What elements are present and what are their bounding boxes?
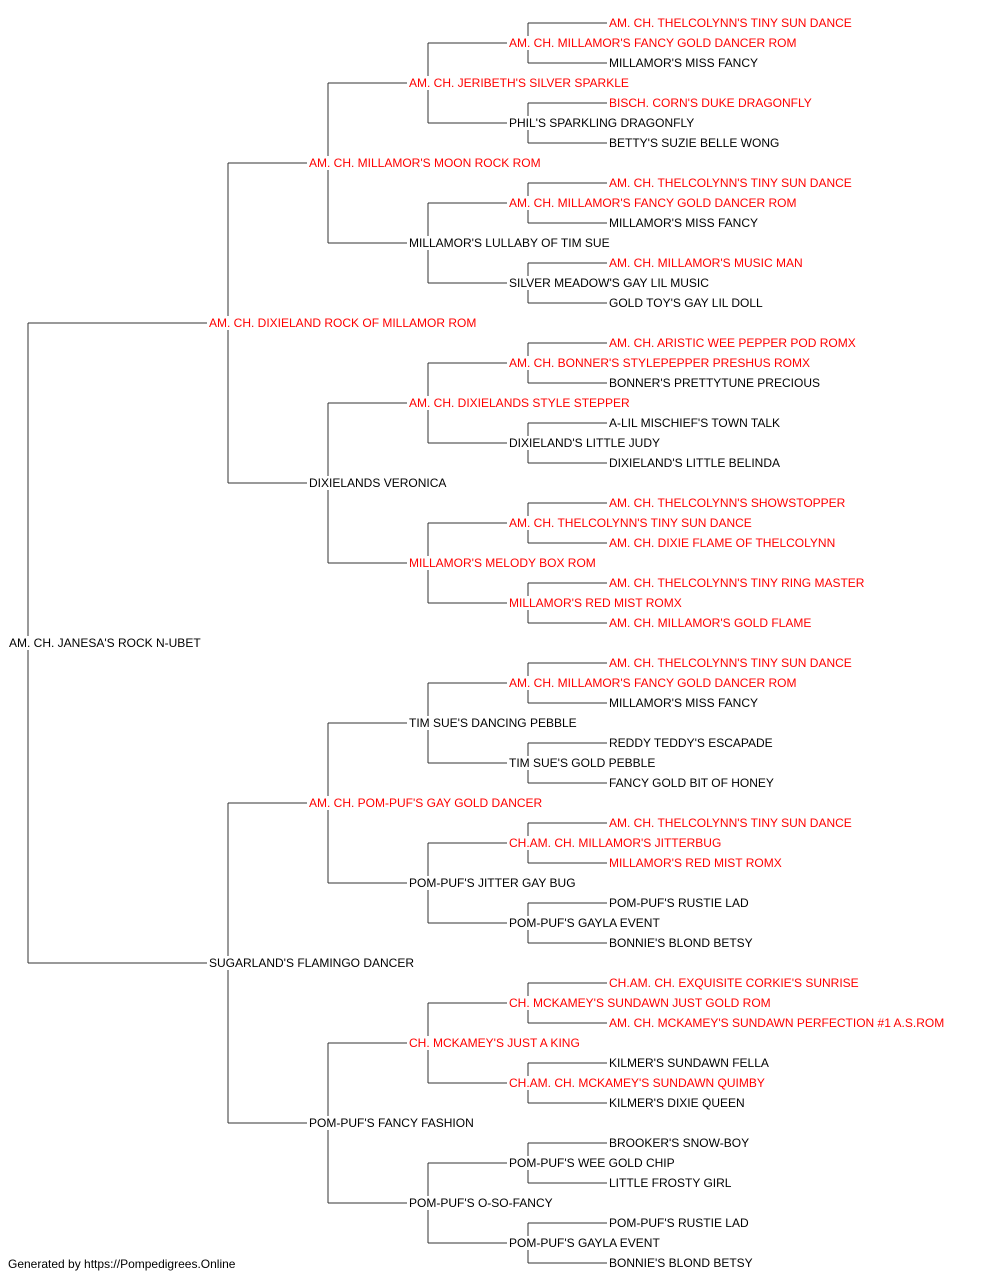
sire-name: POM-PUF'S RUSTIE LAD bbox=[608, 896, 750, 910]
dam-name: FANCY GOLD BIT OF HONEY bbox=[608, 776, 775, 790]
dam-name: KILMER'S DIXIE QUEEN bbox=[608, 1096, 746, 1110]
dam-name: AM. CH. MCKAMEY'S SUNDAWN PERFECTION #1 … bbox=[608, 1016, 946, 1030]
sire-name: AM. CH. THELCOLYNN'S TINY SUN DANCE bbox=[608, 656, 853, 670]
dam-name: BONNIE'S BLOND BETSY bbox=[608, 936, 754, 950]
dam-name: CH.AM. CH. MCKAMEY'S SUNDAWN QUIMBY bbox=[508, 1076, 766, 1090]
sire-name: AM. CH. MILLAMOR'S FANCY GOLD DANCER ROM bbox=[508, 196, 798, 210]
subject-dog-name: AM. CH. JANESA'S ROCK N-UBET bbox=[8, 636, 202, 650]
dam-name: DIXIELANDS VERONICA bbox=[308, 476, 448, 490]
dam-name: POM-PUF'S O-SO-FANCY bbox=[408, 1196, 554, 1210]
dam-name: POM-PUF'S FANCY FASHION bbox=[308, 1116, 475, 1130]
dam-name: SILVER MEADOW'S GAY LIL MUSIC bbox=[508, 276, 710, 290]
dam-name: GOLD TOY'S GAY LIL DOLL bbox=[608, 296, 764, 310]
dam-name: MILLAMOR'S MISS FANCY bbox=[608, 216, 759, 230]
dam-name: BONNIE'S BLOND BETSY bbox=[608, 1256, 754, 1270]
dam-name: AM. CH. DIXIE FLAME OF THELCOLYNN bbox=[608, 536, 837, 550]
dam-name: POM-PUF'S JITTER GAY BUG bbox=[408, 876, 577, 890]
dam-name: TIM SUE'S GOLD PEBBLE bbox=[508, 756, 657, 770]
dam-name: POM-PUF'S GAYLA EVENT bbox=[508, 916, 661, 930]
sire-name: AM. CH. THELCOLYNN'S TINY SUN DANCE bbox=[608, 16, 853, 30]
dam-name: SUGARLAND'S FLAMINGO DANCER bbox=[208, 956, 415, 970]
sire-name: AM. CH. MILLAMOR'S MUSIC MAN bbox=[608, 256, 804, 270]
dam-name: BONNER'S PRETTYTUNE PRECIOUS bbox=[608, 376, 821, 390]
dam-name: AM. CH. MILLAMOR'S GOLD FLAME bbox=[608, 616, 813, 630]
sire-name: AM. CH. MILLAMOR'S FANCY GOLD DANCER ROM bbox=[508, 676, 798, 690]
sire-name: KILMER'S SUNDAWN FELLA bbox=[608, 1056, 770, 1070]
sire-name: AM. CH. BONNER'S STYLEPEPPER PRESHUS ROM… bbox=[508, 356, 812, 370]
sire-name: BROOKER'S SNOW-BOY bbox=[608, 1136, 751, 1150]
sire-name: CH.AM. CH. EXQUISITE CORKIE'S SUNRISE bbox=[608, 976, 860, 990]
sire-name: TIM SUE'S DANCING PEBBLE bbox=[408, 716, 578, 730]
dam-name: POM-PUF'S GAYLA EVENT bbox=[508, 1236, 661, 1250]
sire-name: CH. MCKAMEY'S SUNDAWN JUST GOLD ROM bbox=[508, 996, 772, 1010]
dam-name: LITTLE FROSTY GIRL bbox=[608, 1176, 733, 1190]
dam-name: MILLAMOR'S MISS FANCY bbox=[608, 56, 759, 70]
sire-name: REDDY TEDDY'S ESCAPADE bbox=[608, 736, 774, 750]
dam-name: MILLAMOR'S MISS FANCY bbox=[608, 696, 759, 710]
sire-name: AM. CH. MILLAMOR'S FANCY GOLD DANCER ROM bbox=[508, 36, 798, 50]
sire-name: CH. MCKAMEY'S JUST A KING bbox=[408, 1036, 581, 1050]
sire-name: AM. CH. THELCOLYNN'S TINY SUN DANCE bbox=[608, 816, 853, 830]
sire-name: AM. CH. DIXIELAND ROCK OF MILLAMOR ROM bbox=[208, 316, 478, 330]
sire-name: CH.AM. CH. MILLAMOR'S JITTERBUG bbox=[508, 836, 723, 850]
sire-name: AM. CH. MILLAMOR'S MOON ROCK ROM bbox=[308, 156, 542, 170]
sire-name: POM-PUF'S WEE GOLD CHIP bbox=[508, 1156, 676, 1170]
sire-name: POM-PUF'S RUSTIE LAD bbox=[608, 1216, 750, 1230]
dam-name: DIXIELAND'S LITTLE BELINDA bbox=[608, 456, 782, 470]
sire-name: A-LIL MISCHIEF'S TOWN TALK bbox=[608, 416, 781, 430]
dam-name: MILLAMOR'S LULLABY OF TIM SUE bbox=[408, 236, 611, 250]
generated-by-footer: Generated by https://Pompedigrees.Online bbox=[8, 1257, 236, 1271]
dam-name: BETTY'S SUZIE BELLE WONG bbox=[608, 136, 781, 150]
sire-name: AM. CH. THELCOLYNN'S TINY SUN DANCE bbox=[608, 176, 853, 190]
sire-name: AM. CH. ARISTIC WEE PEPPER POD ROMX bbox=[608, 336, 857, 350]
sire-name: AM. CH. THELCOLYNN'S TINY SUN DANCE bbox=[508, 516, 753, 530]
sire-name: AM. CH. POM-PUF'S GAY GOLD DANCER bbox=[308, 796, 544, 810]
sire-name: AM. CH. THELCOLYNN'S TINY RING MASTER bbox=[608, 576, 866, 590]
dam-name: MILLAMOR'S MELODY BOX ROM bbox=[408, 556, 597, 570]
dam-name: DIXIELAND'S LITTLE JUDY bbox=[508, 436, 661, 450]
sire-name: AM. CH. DIXIELANDS STYLE STEPPER bbox=[408, 396, 631, 410]
sire-name: BISCH. CORN'S DUKE DRAGONFLY bbox=[608, 96, 813, 110]
sire-name: AM. CH. THELCOLYNN'S SHOWSTOPPER bbox=[608, 496, 847, 510]
sire-name: AM. CH. JERIBETH'S SILVER SPARKLE bbox=[408, 76, 630, 90]
dam-name: MILLAMOR'S RED MIST ROMX bbox=[608, 856, 783, 870]
dam-name: PHIL'S SPARKLING DRAGONFLY bbox=[508, 116, 696, 130]
dam-name: MILLAMOR'S RED MIST ROMX bbox=[508, 596, 683, 610]
